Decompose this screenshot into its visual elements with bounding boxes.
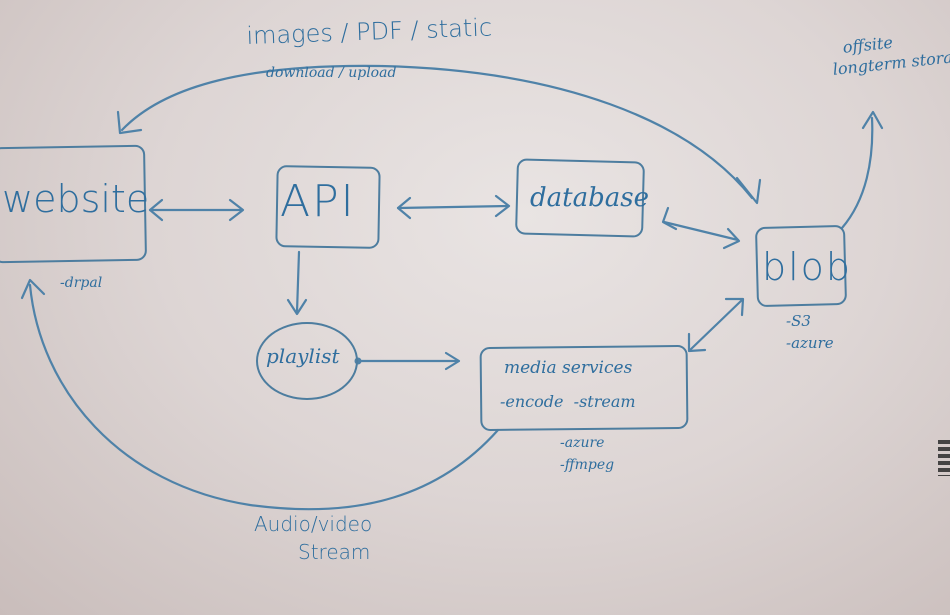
blob-note-1: -S3 bbox=[786, 312, 811, 330]
media-services-label: media services bbox=[504, 358, 633, 378]
arrow-media-website bbox=[28, 283, 500, 511]
stream-annotation-2: Stream bbox=[298, 540, 371, 564]
top-sub-annotation: download / upload bbox=[266, 65, 397, 81]
arrow-blob-offsite bbox=[840, 116, 874, 230]
blob-label: blob bbox=[762, 245, 853, 289]
arrow-database-blob bbox=[662, 220, 740, 242]
arrowhead-website-api-left bbox=[148, 198, 164, 222]
arrowhead-api-db-right bbox=[494, 194, 511, 218]
media-services-sub: -encode -stream bbox=[500, 392, 636, 411]
arrowhead-blob-top bbox=[735, 176, 762, 205]
playlist-oval bbox=[256, 322, 358, 400]
api-label: API bbox=[280, 176, 356, 227]
arrowhead-db-blob-right bbox=[722, 227, 741, 250]
database-label: database bbox=[530, 183, 649, 213]
website-label: website bbox=[2, 177, 150, 221]
media-note-1: -azure bbox=[560, 435, 605, 451]
arrowhead-api-db-left bbox=[396, 196, 412, 220]
arrow-blob-to-website bbox=[120, 64, 754, 200]
arrowhead-media-website bbox=[20, 278, 46, 300]
arrowhead-website-top bbox=[116, 110, 143, 135]
arrow-media-blob bbox=[688, 298, 744, 352]
stream-annotation-1: Audio/video bbox=[254, 512, 373, 536]
board-edge-mark bbox=[938, 440, 950, 476]
arrow-api-playlist bbox=[295, 250, 301, 314]
playlist-label: playlist bbox=[266, 344, 340, 368]
arrowhead-media-blob-low bbox=[687, 332, 707, 353]
website-note: -drpal bbox=[60, 275, 103, 291]
arrowhead-db-blob-left bbox=[661, 206, 678, 231]
arrowhead-website-api-right bbox=[228, 198, 245, 222]
blob-note-2: -azure bbox=[786, 334, 834, 352]
arrowhead-blob-offsite bbox=[861, 110, 884, 130]
media-note-2: -ffmpeg bbox=[560, 457, 615, 473]
arrow-api-database bbox=[396, 204, 510, 210]
arrowhead-api-playlist bbox=[286, 298, 308, 316]
arrowhead-media-blob-high bbox=[724, 297, 745, 317]
arrowhead-playlist-media bbox=[444, 351, 461, 371]
